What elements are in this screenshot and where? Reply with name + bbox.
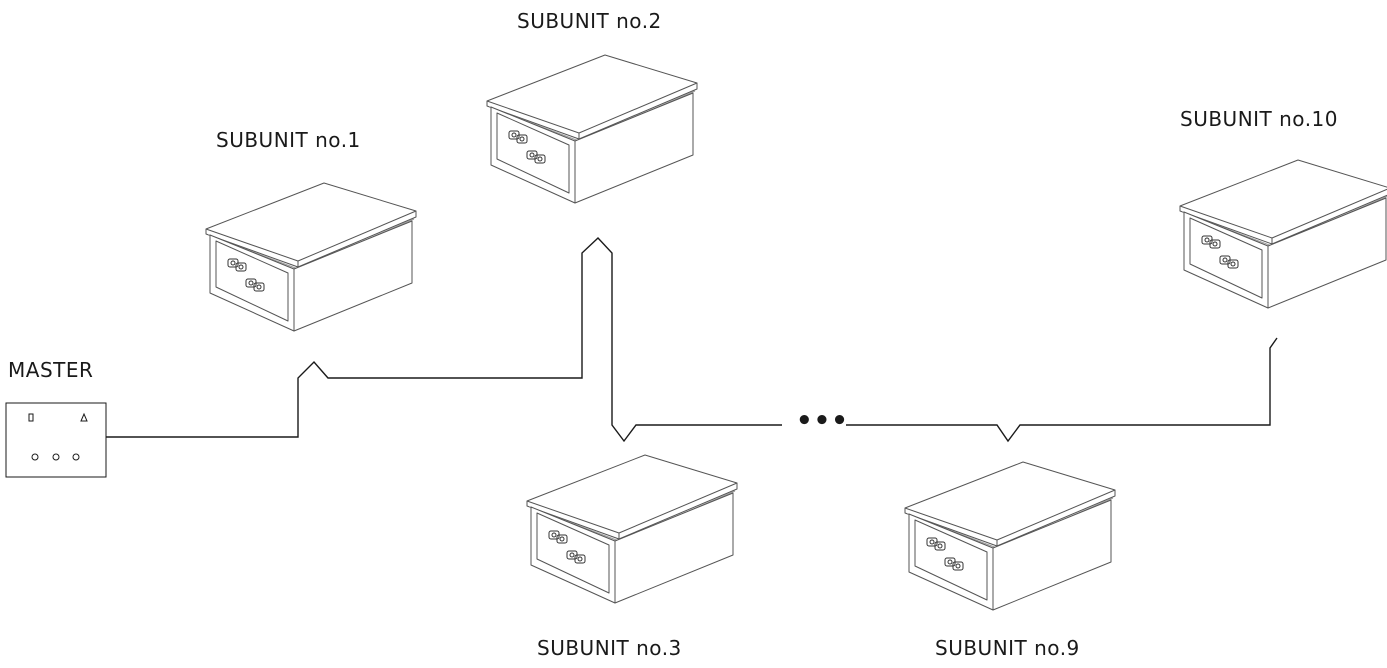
master-controller — [5, 402, 107, 478]
warning-icon — [80, 412, 88, 422]
ellipsis-label: ••• — [796, 406, 849, 436]
subunit-1-label: SUBUNIT no.1 — [216, 128, 361, 152]
subunit-9-label: SUBUNIT no.9 — [935, 636, 1080, 660]
indicator-icon — [28, 413, 34, 422]
power-icon — [31, 453, 39, 461]
subunit-2-battery — [486, 54, 698, 204]
master-label: MASTER — [8, 358, 94, 382]
subunit-9-battery — [904, 461, 1116, 611]
subunit-1-battery — [205, 182, 417, 332]
plus-icon — [52, 453, 60, 461]
subunit-2-label: SUBUNIT no.2 — [517, 9, 662, 33]
subunit-3-label: SUBUNIT no.3 — [537, 636, 682, 660]
connection-lines — [106, 237, 1278, 443]
minus-icon — [72, 453, 80, 461]
subunit-10-battery — [1179, 159, 1387, 309]
subunit-3-battery — [526, 454, 738, 604]
subunit-10-label: SUBUNIT no.10 — [1180, 107, 1338, 131]
